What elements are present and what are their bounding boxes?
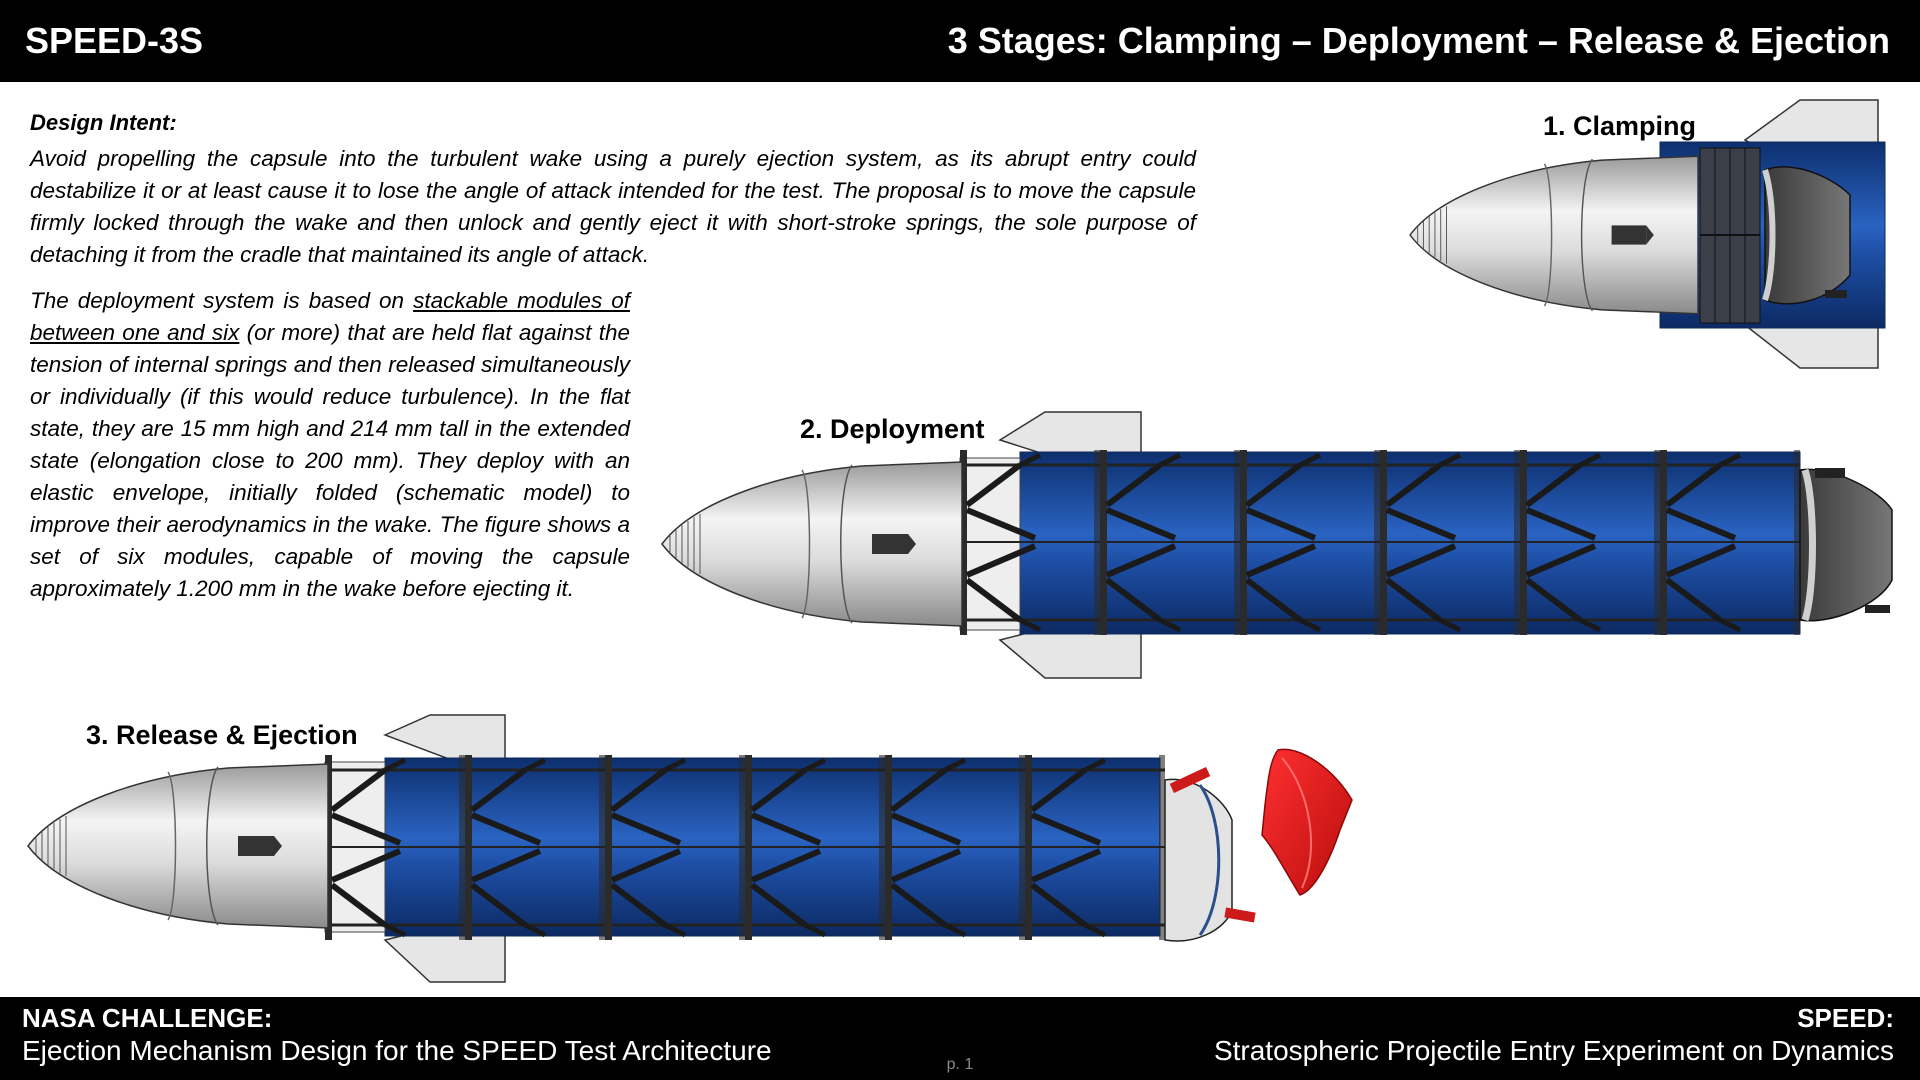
footer-left-title: NASA CHALLENGE: (22, 1003, 273, 1033)
deployment-text-before: The deployment system is based on (30, 288, 414, 313)
stage-1-rocket (1409, 99, 1886, 369)
stage-3-rocket (27, 714, 1256, 983)
design-intent-text: Avoid propelling the capsule into the tu… (30, 146, 1196, 267)
footer-right-subtitle: Stratospheric Projectile Entry Experimen… (1213, 1035, 1894, 1066)
deployment-text-underlined: stackable modules of between one and six (30, 288, 630, 345)
page-number: p. 1 (946, 1056, 974, 1073)
stage-label-release-ejection: 3. Release & Ejection (86, 720, 358, 750)
footer-bar: NASA CHALLENGE: Ejection Mechanism Desig… (0, 997, 1920, 1080)
header-title-left: SPEED-3S (25, 20, 204, 61)
design-intent-heading: Design Intent: (30, 110, 177, 135)
deployment-description: The deployment system is based on stacka… (30, 285, 630, 605)
stage-label-clamping: 1. Clamping (1543, 111, 1697, 141)
deployment-text-after: (or more) that are held flat against the… (30, 320, 630, 601)
stage-2-rocket (661, 411, 1893, 679)
header-title-right: 3 Stages: Clamping – Deployment – Releas… (947, 20, 1890, 61)
footer-right-title: SPEED: (1797, 1003, 1894, 1033)
header-bar: SPEED-3S 3 Stages: Clamping – Deployment… (0, 0, 1920, 82)
stage-label-deployment: 2. Deployment (800, 414, 985, 444)
footer-left-subtitle: Ejection Mechanism Design for the SPEED … (22, 1035, 772, 1066)
ejected-capsule (1261, 748, 1353, 896)
